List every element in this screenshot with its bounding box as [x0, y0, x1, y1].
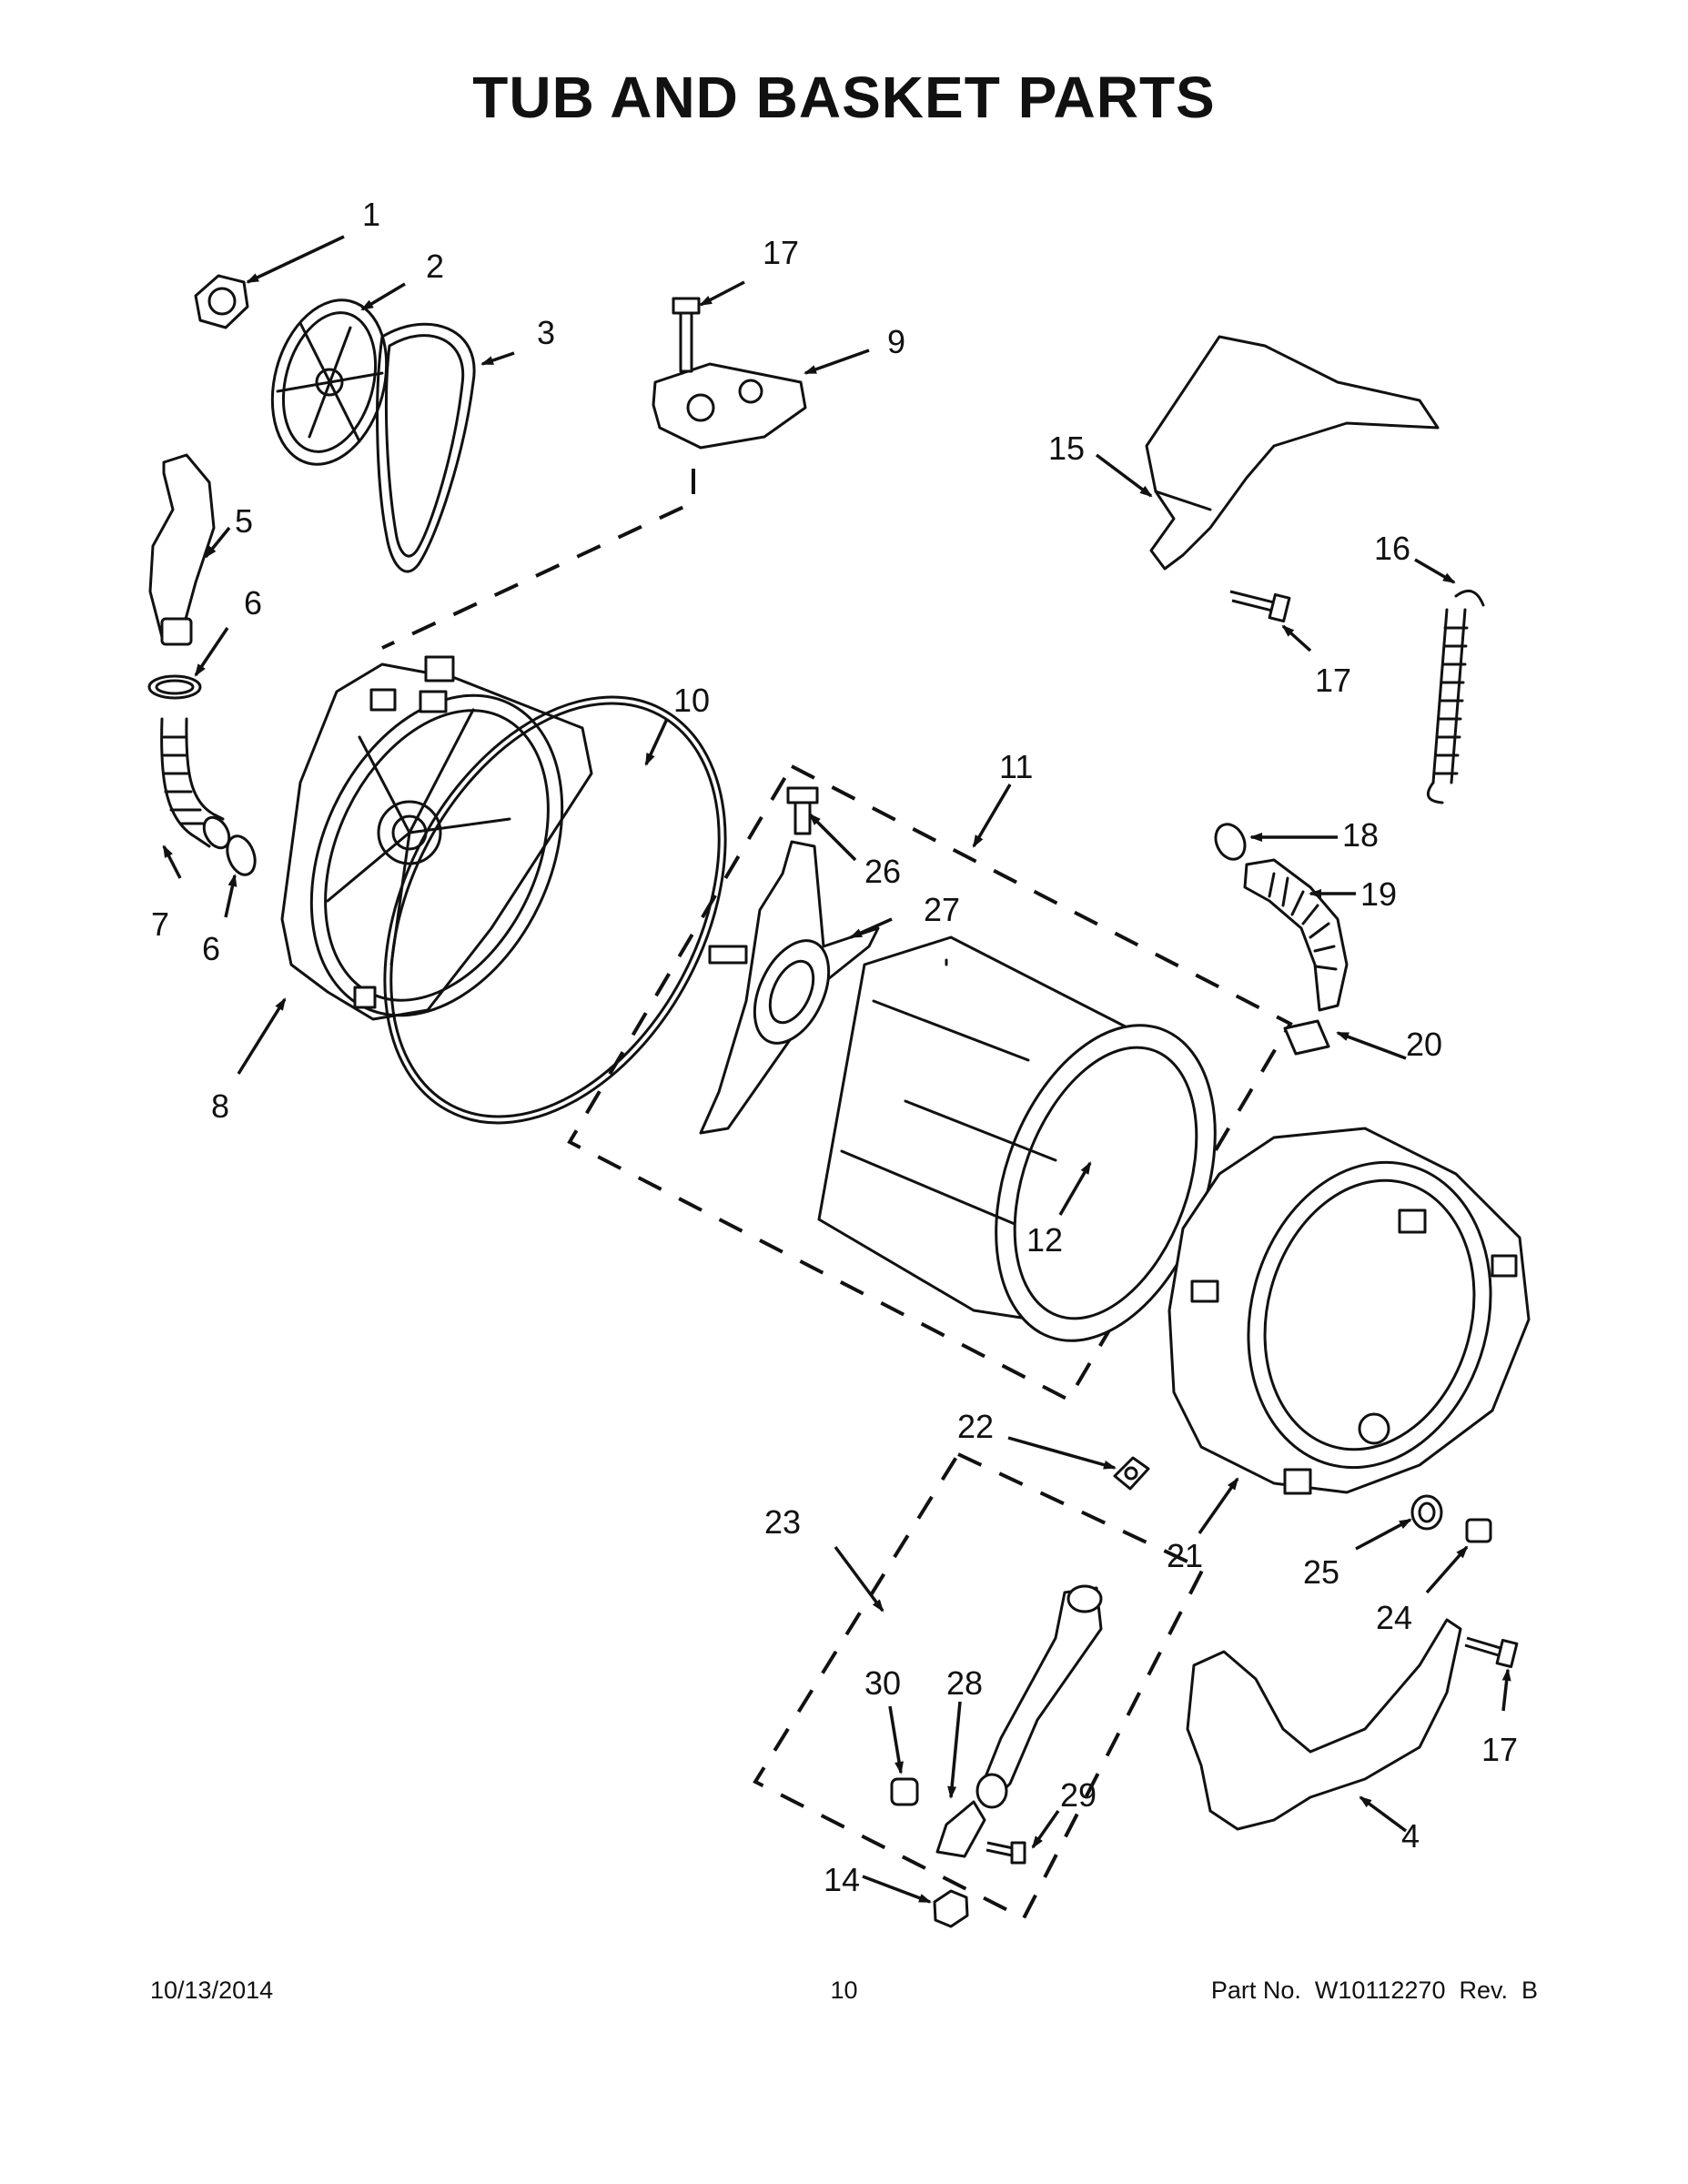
part-19-bellows-hose: [1243, 858, 1349, 1012]
callout-11: 11: [999, 748, 1033, 785]
part-12-basket: [817, 935, 1217, 1342]
callout-19: 19: [1360, 875, 1397, 913]
part-16-spring: [1426, 589, 1485, 804]
callout-3: 3: [537, 314, 555, 351]
callout-14: 14: [824, 1861, 860, 1898]
callout-20: 20: [1406, 1026, 1442, 1063]
callout-18: 18: [1342, 816, 1379, 854]
callout-17b: 17: [1315, 662, 1351, 699]
part-2-pulley: [270, 298, 389, 466]
callout-15: 15: [1048, 430, 1085, 467]
part-26-screw: [786, 786, 819, 835]
part-6-clamp-top: [147, 674, 202, 700]
part-1-nut: [194, 274, 249, 329]
part-24-plug: [1465, 1518, 1492, 1543]
callout-8: 8: [211, 1087, 229, 1125]
part-15-counterweight: [1145, 335, 1440, 571]
callout-23: 23: [764, 1503, 801, 1541]
callout-10: 10: [673, 682, 710, 719]
callout-30: 30: [864, 1664, 901, 1702]
callout-29: 29: [1060, 1776, 1097, 1814]
part-7-drain-hose: [160, 717, 231, 850]
part-27-spider: [699, 840, 880, 1135]
callout-numbers: 1 2 3 5 6 7 6 8 17 9 15 16 17 10 11 26 2…: [151, 196, 1518, 1898]
callout-12: 12: [1026, 1221, 1063, 1259]
page-title: TUB AND BASKET PARTS: [472, 65, 1216, 130]
part-25-bushing: [1410, 1494, 1443, 1531]
part-5-hose-connector: [148, 453, 216, 646]
part-28-damper: [975, 1584, 1103, 1809]
part-22-clip: [1113, 1456, 1150, 1491]
callout-22: 22: [957, 1408, 994, 1445]
callout-21: 21: [1167, 1537, 1203, 1574]
footer-part-number: Part No. W10112270 Rev. B: [1210, 1977, 1538, 2004]
part-18-clamp: [1214, 823, 1247, 861]
part-10-tub-seal-ring: [383, 695, 727, 1125]
part-14-nut: [933, 1889, 969, 1928]
part-9-bracket: [652, 297, 807, 450]
part-17-screw-upper: [1229, 590, 1291, 623]
assembly-dashed-lines: [381, 469, 1293, 1921]
part-3-belt: [376, 322, 476, 573]
part-30-bushing: [890, 1777, 919, 1806]
callout-17a: 17: [763, 234, 799, 271]
part-17-screw-lower: [1464, 1636, 1519, 1669]
callout-24: 24: [1376, 1599, 1412, 1636]
callout-2: 2: [426, 248, 444, 285]
callout-9: 9: [887, 323, 905, 360]
callout-5: 5: [235, 502, 253, 540]
callout-6a: 6: [244, 584, 262, 622]
callout-1: 1: [362, 196, 380, 233]
callout-16: 16: [1374, 530, 1410, 567]
callout-25: 25: [1303, 1553, 1339, 1591]
footer-date: 10/13/2014: [150, 1977, 274, 2004]
footer-page-number: 10: [830, 1977, 858, 2004]
part-4-counterweight-lower: [1186, 1618, 1462, 1831]
callout-17c: 17: [1481, 1731, 1518, 1768]
part-21-front-tub: [1167, 1127, 1531, 1495]
callout-4: 4: [1401, 1817, 1420, 1855]
part-20-clip: [1283, 1019, 1330, 1056]
callout-26: 26: [864, 853, 901, 890]
part-29-screw: [986, 1841, 1026, 1865]
callout-7: 7: [151, 905, 169, 943]
leader-arrows: [162, 235, 1511, 1904]
part-8-rear-tub: [280, 655, 593, 1021]
part-6-clamp-bottom: [226, 834, 257, 876]
callout-28: 28: [946, 1664, 983, 1702]
part-28-bracket: [935, 1800, 986, 1858]
callout-6b: 6: [202, 930, 220, 967]
callout-27: 27: [924, 891, 960, 928]
